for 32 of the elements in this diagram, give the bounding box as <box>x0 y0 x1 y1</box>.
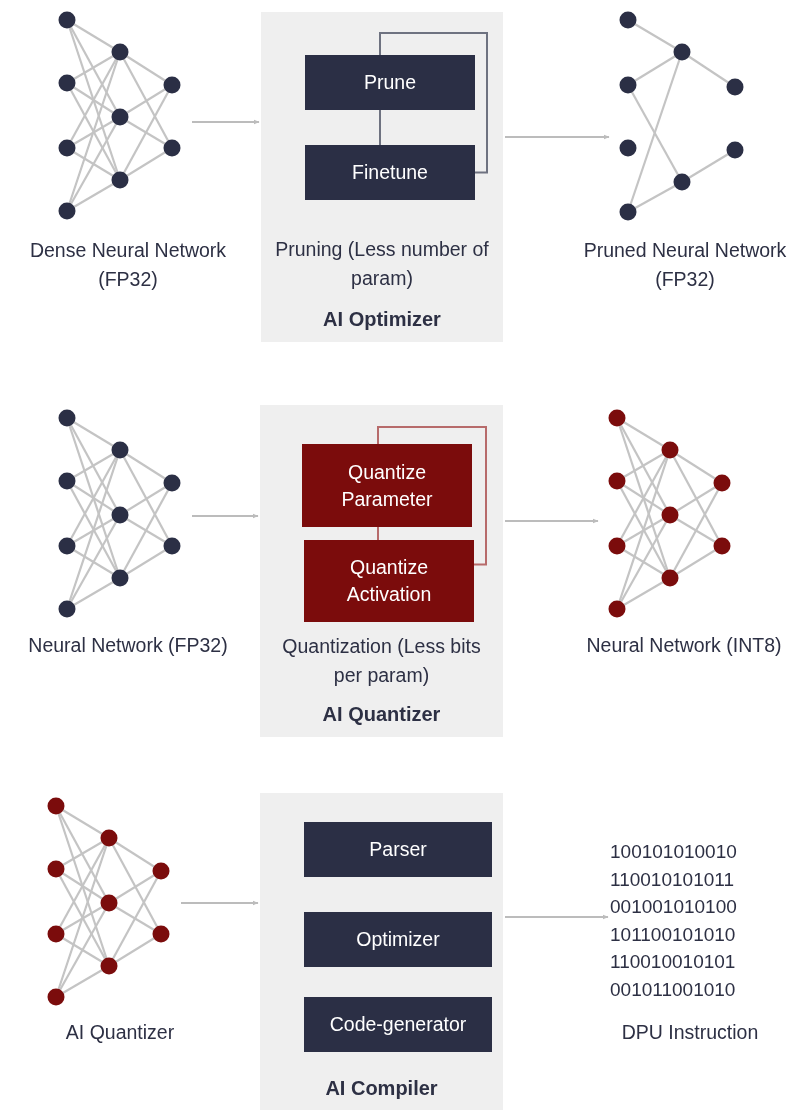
panel-caption: Pruning (Less number of param) <box>274 237 490 291</box>
process-box: Optimizer <box>304 912 492 967</box>
binary-code-text: 100101010010 110010101011 001001010100 101100101010 110010010101 001011001010 <box>610 838 775 1004</box>
tool-panel <box>260 793 503 1110</box>
network-label: AI Quantizer <box>64 1020 176 1045</box>
arrow <box>180 900 259 906</box>
network-label: Neural Network (INT8) <box>585 633 783 658</box>
tool-panel <box>261 12 503 342</box>
node-caption: DPU Instruction <box>620 1020 760 1045</box>
panel-title: AI Optimizer <box>322 307 442 332</box>
panel-title: AI Compiler <box>324 1076 439 1101</box>
network-label: Neural Network (FP32) <box>27 633 229 658</box>
arrow <box>504 914 609 920</box>
process-box: Quantize Activation <box>304 540 474 622</box>
connector-line <box>377 426 487 566</box>
panel-title: AI Quantizer <box>321 702 442 727</box>
process-box: Parser <box>304 822 492 877</box>
connector-line <box>379 109 381 146</box>
process-box: Code-generator <box>304 997 492 1052</box>
panel-caption: Quantization (Less bits per param) <box>281 634 482 688</box>
arrow <box>191 513 259 519</box>
process-box: Quantize Parameter <box>302 444 472 527</box>
network-label: Dense Neural Network (FP32) <box>28 238 228 292</box>
process-box: Prune <box>305 55 475 110</box>
connector-line <box>379 32 488 174</box>
tool-panel <box>260 405 503 737</box>
network-label: Pruned Neural Network (FP32) <box>582 238 788 292</box>
arrow <box>504 518 599 524</box>
connector-line <box>377 526 379 541</box>
arrow <box>191 119 260 125</box>
process-box: Finetune <box>305 145 475 200</box>
arrow <box>504 134 610 140</box>
